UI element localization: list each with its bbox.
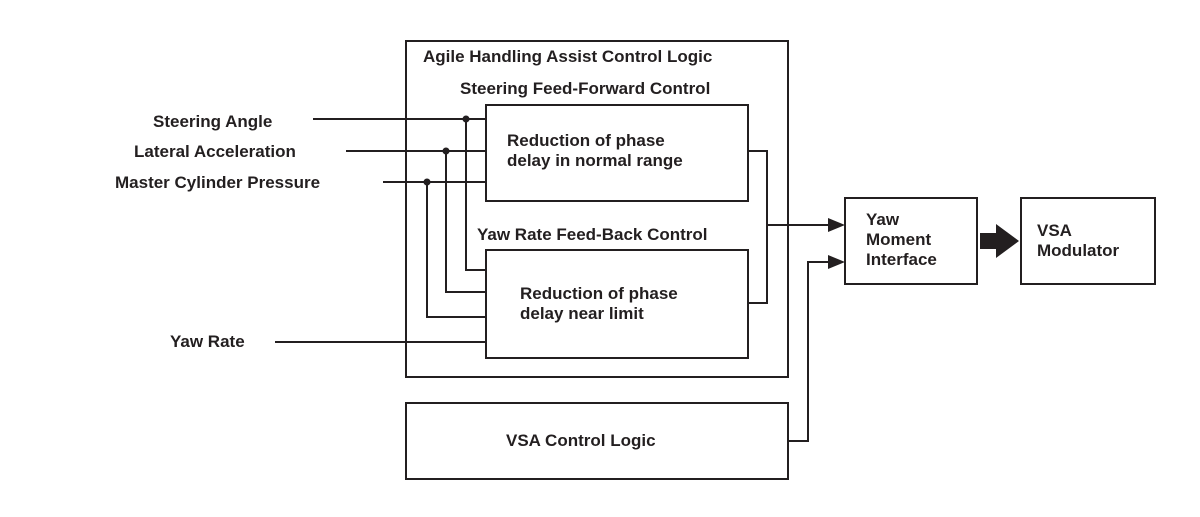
thick-arrow (980, 224, 1019, 258)
yaw-moment-interface-label: Yaw Moment Interface (866, 210, 937, 269)
steering-feed-forward-title: Steering Feed-Forward Control (460, 79, 711, 98)
feed-back-box-text: Reduction of phase delay near limit (520, 284, 678, 323)
junction-dot (423, 178, 431, 186)
master-cylinder-pressure-label: Master Cylinder Pressure (115, 173, 321, 192)
yaw-rate-label: Yaw Rate (170, 332, 245, 351)
yaw-moment-interface-box (844, 197, 978, 285)
arrow-head (828, 218, 845, 232)
feed-forward-box-text: Reduction of phase delay in normal range (507, 131, 683, 170)
vsa-modulator-box (1020, 197, 1156, 285)
agile-handling-title: Agile Handling Assist Control Logic (423, 47, 713, 66)
agile-handling-box (405, 40, 789, 378)
vsa-logic-output-line (788, 261, 830, 442)
master-cylinder-pressure-branch (426, 182, 486, 318)
yaw-rate-feed-back-title: Yaw Rate Feed-Back Control (477, 225, 708, 244)
feed-forward-output-line (748, 150, 768, 304)
feed-forward-box (485, 104, 749, 202)
vsa-control-logic-label: VSA Control Logic (506, 431, 656, 450)
arrow-head (828, 255, 845, 269)
junction-dot (442, 147, 450, 155)
vsa-modulator-label: VSA Modulator (1037, 221, 1120, 260)
junction-dot (462, 115, 470, 123)
steering-angle-branch (465, 119, 486, 271)
lateral-acceleration-branch (445, 151, 486, 293)
lateral-acceleration-label: Lateral Acceleration (134, 142, 296, 161)
steering-angle-label: Steering Angle (153, 112, 273, 131)
